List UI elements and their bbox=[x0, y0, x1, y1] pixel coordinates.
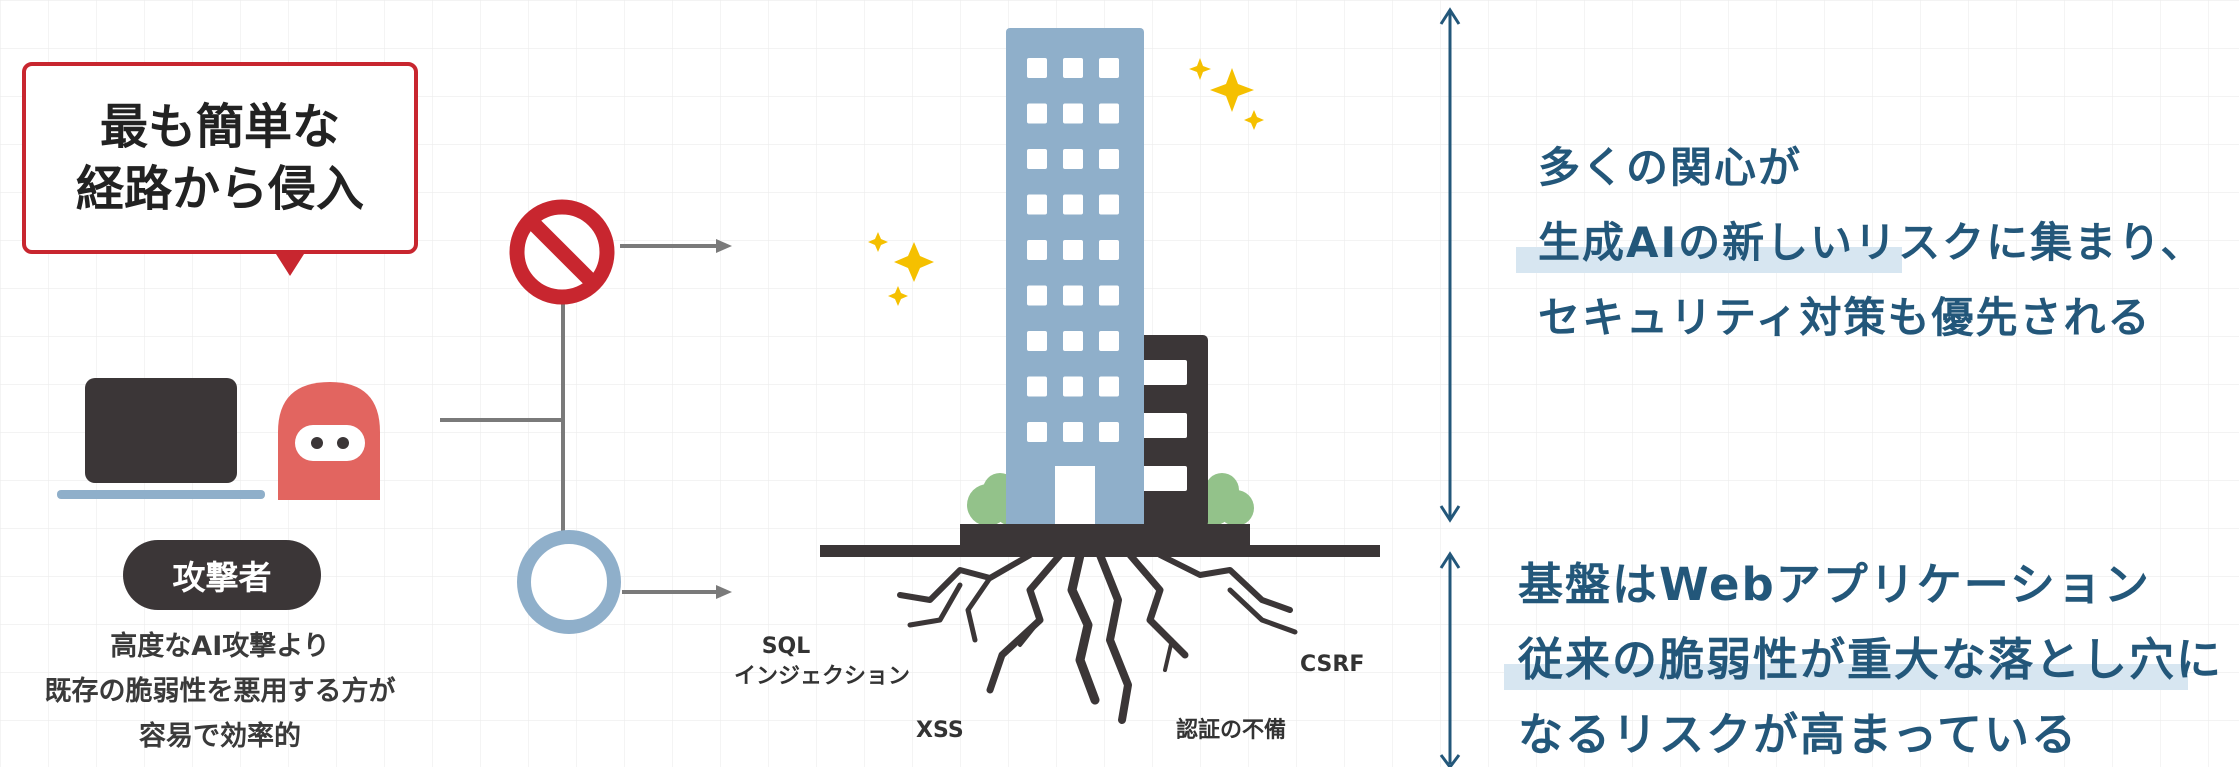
attacker-desc-line-3: 容易で効率的 bbox=[139, 721, 301, 752]
attacker-desc-line-1: 高度なAI攻撃より bbox=[110, 631, 330, 662]
height-arrow-top bbox=[1439, 7, 1461, 523]
bubble-line-1: 最も簡単な bbox=[99, 99, 340, 155]
message-top-line-2: 生成AIの新しいリスクに集まり、 bbox=[1538, 218, 2205, 267]
message-top-line-2-wrap: 生成AIの新しいリスクに集まり、 bbox=[1516, 205, 2205, 280]
message-bottom-line-1: 基盤はWebアプリケーション bbox=[1518, 558, 2151, 611]
tower-window bbox=[1063, 422, 1083, 442]
message-bottom: 基盤はWebアプリケーション 従来の脆弱性が重大な落とし穴に なるリスクが高まっ… bbox=[1504, 547, 2224, 772]
tower-window bbox=[1099, 103, 1119, 124]
ground-base bbox=[960, 524, 1250, 546]
vuln-label-xss: XSS bbox=[916, 718, 964, 743]
tower-window bbox=[1099, 331, 1119, 351]
vuln-sql-line-1: SQL bbox=[761, 634, 811, 659]
message-top-line-3: セキュリティ対策も優先される bbox=[1538, 293, 2152, 342]
small-building-icon bbox=[1135, 335, 1208, 527]
highlight-bottom bbox=[1504, 664, 2188, 690]
tower-window bbox=[1027, 376, 1047, 397]
tower-window bbox=[1027, 103, 1047, 124]
arrow-head-bottom bbox=[716, 585, 732, 599]
tower-window bbox=[1027, 240, 1047, 260]
height-arrow-bottom bbox=[1439, 551, 1461, 767]
tower-window bbox=[1027, 58, 1047, 78]
laptop-icon bbox=[57, 378, 265, 499]
ground-cracks-icon bbox=[897, 550, 1298, 724]
tower-window bbox=[1027, 422, 1047, 442]
tower-window bbox=[1099, 149, 1119, 169]
vuln-sql-line-2: インジェクション bbox=[733, 664, 910, 689]
vuln-label-csrf: CSRF bbox=[1300, 652, 1365, 677]
tower-window bbox=[1099, 422, 1119, 442]
tower-window bbox=[1063, 149, 1083, 169]
speech-bubble-tail bbox=[276, 254, 304, 276]
tower-window bbox=[1027, 331, 1047, 351]
speech-bubble: 最も簡単な 経路から侵入 bbox=[22, 62, 418, 254]
highlight-top bbox=[1516, 247, 1902, 273]
tower-window bbox=[1027, 149, 1047, 169]
no-entry-icon bbox=[509, 199, 615, 305]
tower-window bbox=[1099, 194, 1119, 215]
tower-window bbox=[1099, 58, 1119, 78]
sparkle-icon bbox=[868, 58, 1264, 306]
tower-window bbox=[1063, 285, 1083, 306]
bubble-line-2: 経路から侵入 bbox=[75, 161, 364, 217]
attacker-desc-line-2: 既存の脆弱性を悪用する方が bbox=[44, 676, 396, 707]
attacker-description: 高度なAI攻撃より 既存の脆弱性を悪用する方が 容易で効率的 bbox=[0, 624, 440, 759]
message-top: 多くの関心が 生成AIの新しいリスクに集まり、 セキュリティ対策も優先される bbox=[1516, 130, 2205, 355]
tower-building-icon bbox=[1006, 28, 1144, 528]
tower-window bbox=[1099, 285, 1119, 306]
tower-window bbox=[1099, 240, 1119, 260]
message-bottom-line-3: なるリスクが高まっている bbox=[1518, 708, 2078, 761]
vuln-label-sql: SQL インジェクション bbox=[722, 632, 922, 692]
tower-door bbox=[1055, 466, 1095, 528]
message-bottom-line-2-wrap: 従来の脆弱性が重大な落とし穴に bbox=[1504, 622, 2224, 697]
tower-window bbox=[1063, 240, 1083, 260]
message-top-line-1: 多くの関心が bbox=[1538, 143, 1803, 192]
tower-window bbox=[1099, 376, 1119, 397]
tower-window bbox=[1063, 194, 1083, 215]
tower-window bbox=[1027, 285, 1047, 306]
ninja-attacker-icon bbox=[278, 382, 380, 500]
tower-windows bbox=[1027, 58, 1119, 442]
message-bottom-line-2: 従来の脆弱性が重大な落とし穴に bbox=[1518, 633, 2224, 686]
tower-window bbox=[1027, 194, 1047, 215]
tower-window bbox=[1063, 58, 1083, 78]
allowed-circle-icon bbox=[517, 530, 621, 634]
arrow-head-top bbox=[716, 239, 732, 253]
tower-window bbox=[1063, 331, 1083, 351]
connector-lines bbox=[440, 244, 720, 594]
attacker-badge: 攻撃者 bbox=[123, 540, 321, 610]
tower-window bbox=[1063, 376, 1083, 397]
tower-window bbox=[1063, 103, 1083, 124]
vuln-label-auth: 認証の不備 bbox=[1176, 718, 1287, 743]
